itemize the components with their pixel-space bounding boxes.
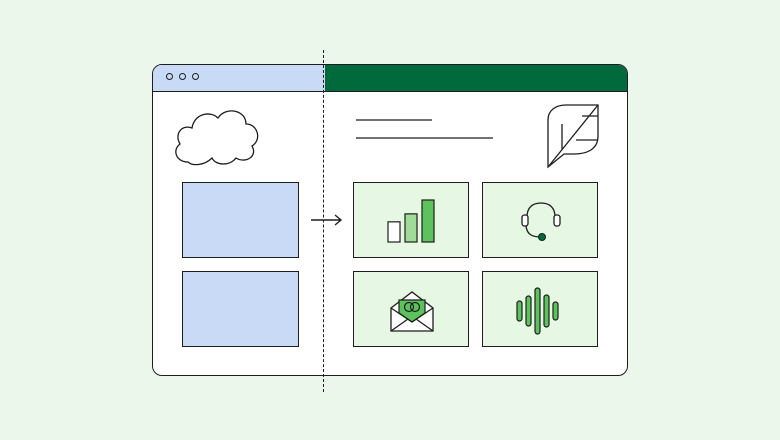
window-dot-close	[166, 73, 173, 80]
cloud-icon	[175, 110, 259, 166]
titlebar-new	[325, 65, 627, 92]
voice-panel	[482, 271, 598, 347]
legacy-panel-1	[182, 182, 299, 258]
leaf-icon	[547, 104, 599, 169]
envelope-icon	[390, 291, 434, 332]
bar-3	[421, 199, 435, 243]
support-panel	[482, 182, 598, 258]
titlebar-legacy	[153, 65, 325, 92]
bar-1	[387, 221, 401, 243]
headset-icon	[521, 202, 561, 241]
analytics-panel	[353, 182, 469, 258]
legacy-panel-2	[182, 271, 299, 347]
email-panel	[353, 271, 469, 347]
text-placeholder-lines	[356, 119, 493, 139]
bar-chart-icon	[387, 199, 435, 243]
bar-2	[404, 213, 418, 243]
arrow-right-icon	[311, 214, 343, 226]
window-dot-minimize	[179, 73, 186, 80]
migration-divider	[323, 50, 324, 392]
sound-wave-icon	[516, 287, 559, 335]
window-dot-maximize	[192, 73, 199, 80]
